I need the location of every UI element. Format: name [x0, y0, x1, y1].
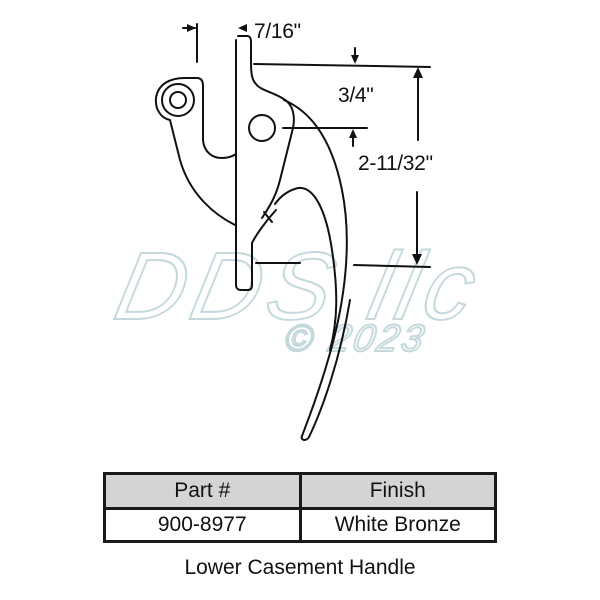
cell-finish: White Bronze — [298, 507, 497, 543]
tick-mark — [263, 211, 273, 223]
arrow-up-icon — [413, 67, 423, 78]
handle-drawing: DDS llc © 2023 — [106, 20, 492, 441]
table-row: 900-8977 White Bronze — [103, 507, 497, 543]
dim-top-extension — [253, 63, 431, 68]
ear-hole — [169, 91, 187, 109]
cell-part-number: 900-8977 — [103, 507, 302, 543]
spec-table-header-row: Part # Finish — [103, 472, 497, 510]
header-part-number: Part # — [103, 472, 302, 510]
lever-inner-edge — [274, 186, 338, 351]
header-finish: Finish — [298, 472, 497, 510]
left-ear-outline — [154, 77, 237, 226]
ear-outer-ring — [161, 83, 195, 117]
dim-bottom-extension-b — [353, 264, 431, 268]
arrow-right-icon — [187, 24, 196, 32]
arrow-down-icon — [412, 254, 422, 265]
dim-overall-height-label: 2-11/32" — [358, 152, 433, 175]
dim-width-label: 7/16" — [254, 20, 301, 43]
body-right-edge — [237, 35, 295, 219]
arrow-left-icon — [238, 24, 247, 32]
spec-table: Part # Finish 900-8977 White Bronze — [103, 472, 497, 543]
arrow-down-icon — [351, 55, 359, 64]
body-left-edge — [235, 39, 277, 291]
product-caption: Lower Casement Handle — [184, 556, 416, 579]
handle-line-art — [154, 23, 431, 441]
arrow-up-icon — [349, 129, 357, 138]
lever-outer-edge — [283, 99, 351, 441]
pivot-hole — [248, 114, 276, 142]
dim-top-offset-label: 3/4" — [338, 84, 374, 107]
